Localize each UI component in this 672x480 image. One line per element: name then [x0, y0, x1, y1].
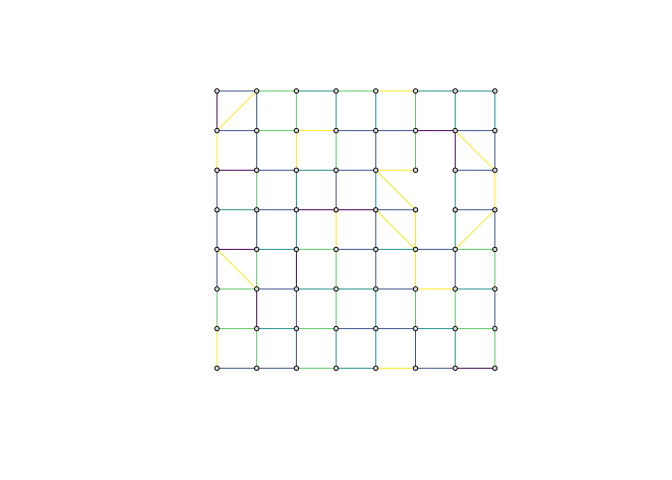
graph-node: [373, 167, 379, 173]
graph-node: [254, 127, 260, 134]
graph-node: [373, 246, 379, 253]
edge-diagonal: [375, 169, 416, 211]
graph-node: [333, 207, 339, 213]
graph-node: [492, 88, 498, 94]
graph-node: [254, 207, 260, 213]
graph-node: [373, 127, 379, 134]
graph-node: [214, 167, 220, 173]
graph-node: [452, 365, 458, 371]
graph-node: [214, 88, 220, 94]
graph-node: [214, 246, 220, 253]
graph-node: [333, 88, 339, 94]
edge-diagonal: [216, 90, 258, 131]
graph-node: [492, 246, 498, 253]
graph-node: [412, 207, 419, 213]
edge-diagonal: [454, 130, 496, 171]
graph-node: [492, 325, 498, 332]
graph-node: [293, 365, 300, 371]
graph-node: [254, 365, 260, 371]
graph-node: [492, 127, 498, 134]
graph-node: [333, 167, 339, 173]
graph-node: [492, 167, 498, 173]
graph-node: [492, 286, 498, 292]
graph-node: [373, 365, 379, 371]
edge-diagonal: [375, 209, 416, 250]
graph-node: [293, 127, 300, 134]
graph-node: [254, 286, 260, 292]
graph-node: [452, 88, 458, 94]
graph-node: [293, 167, 300, 173]
graph-node: [452, 167, 458, 173]
graph-node: [214, 127, 220, 134]
graph-node: [214, 325, 220, 332]
graph-node: [293, 246, 300, 253]
graph-node: [293, 207, 300, 213]
graph-node: [254, 325, 260, 332]
graph-node: [333, 246, 339, 253]
graph-node: [412, 365, 419, 371]
graph-node: [373, 88, 379, 94]
graph-node: [214, 207, 220, 213]
graph-node: [293, 325, 300, 332]
graph-node: [452, 246, 458, 253]
graph-node: [452, 325, 458, 332]
graph-node: [412, 127, 419, 134]
graph-nodes: [214, 88, 498, 371]
graph-node: [492, 207, 498, 213]
graph-node: [333, 325, 339, 332]
graph-node: [254, 88, 260, 94]
graph-node: [412, 246, 419, 253]
graph-node: [254, 167, 260, 173]
graph-node: [293, 286, 300, 292]
graph-node: [412, 325, 419, 332]
graph-node: [373, 286, 379, 292]
graph-node: [452, 286, 458, 292]
graph-node: [293, 88, 300, 94]
graph-node: [412, 286, 419, 292]
graph-node: [214, 365, 220, 371]
graph-node: [373, 207, 379, 213]
graph-node: [373, 325, 379, 332]
graph-node: [333, 365, 339, 371]
edge-diagonal: [216, 249, 258, 290]
graph-node: [452, 207, 458, 213]
graph-node: [452, 127, 458, 134]
graph-node: [333, 286, 339, 292]
graph-node: [214, 286, 220, 292]
graph-node: [492, 365, 498, 371]
graph-node: [254, 246, 260, 253]
edge-diagonal: [454, 209, 496, 250]
graph-edges: [216, 90, 496, 369]
graph-node: [333, 127, 339, 134]
graph-node: [412, 167, 419, 173]
graph-node: [412, 88, 419, 94]
